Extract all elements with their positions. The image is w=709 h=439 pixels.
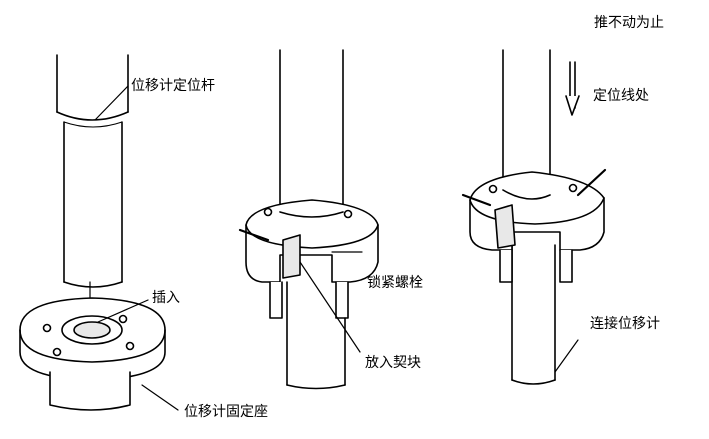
leader-rod <box>94 85 129 121</box>
leader-insert <box>97 299 149 323</box>
figure-2-bolt-and-wedge <box>238 49 379 390</box>
fixing-seat <box>19 297 166 411</box>
clamp-ring <box>238 199 379 319</box>
clamp-ring-2 <box>461 168 607 283</box>
label-connect-displacement-meter: 连接位移计 <box>590 316 660 332</box>
leader-wedge <box>299 261 361 353</box>
label-locking-bolt: 锁紧螺栓 <box>367 275 423 291</box>
label-locating-line: 定位线处 <box>593 88 649 104</box>
leader-seat <box>141 384 179 411</box>
label-insert: 插入 <box>152 290 180 306</box>
label-push-until-stop: 推不动为止 <box>594 15 664 31</box>
figure-1-rod-and-seat <box>19 54 166 411</box>
rod-upper <box>279 49 344 213</box>
arrow-down <box>565 61 580 116</box>
label-fixing-seat: 位移计固定座 <box>184 404 268 420</box>
leader-connect <box>554 339 579 373</box>
figure-3-pushed-to-line <box>461 49 607 385</box>
locating-rod <box>56 54 129 331</box>
label-insert-wedge: 放入契块 <box>365 355 421 371</box>
leader-lines <box>94 85 579 411</box>
label-locating-rod: 位移计定位杆 <box>131 78 215 94</box>
